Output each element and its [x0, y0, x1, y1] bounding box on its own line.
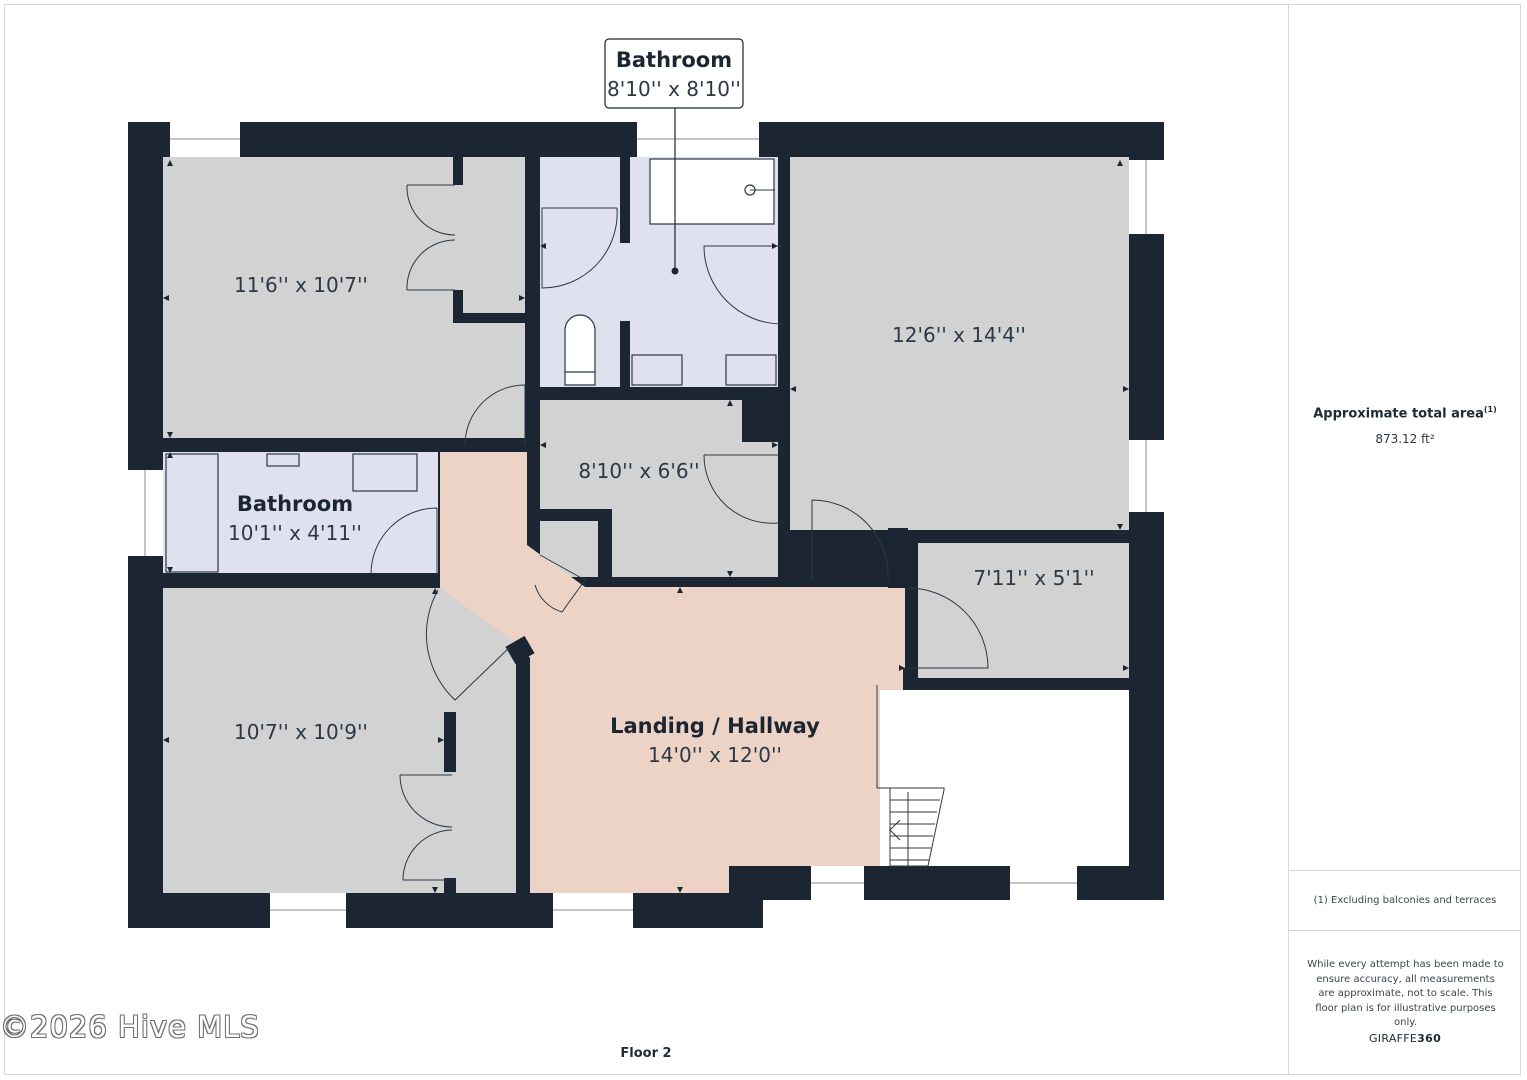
page-frame: [4, 4, 1521, 1075]
bath-divider: [620, 321, 630, 387]
bathroom-left-dims: 10'1'' x 4'11'': [228, 521, 362, 545]
floor-label: Floor 2: [620, 1046, 672, 1061]
bathroom-left-name: Bathroom: [237, 492, 353, 516]
closet-wall: [453, 313, 528, 323]
closet-wall: [453, 157, 463, 185]
landing-name: Landing / Hallway: [610, 714, 820, 738]
bath-divider: [620, 157, 630, 243]
sink-icon: [725, 354, 777, 386]
landing-post: [505, 635, 535, 665]
disclaimer-text: While every attempt has been made to ens…: [1307, 959, 1504, 1028]
shower-icon: [165, 453, 219, 573]
bathroom-top-name: Bathroom: [616, 48, 732, 72]
divider: [1289, 870, 1521, 871]
sink-icon: [631, 354, 683, 386]
bedroom-bottom-left-dims: 10'7'' x 10'9'': [234, 720, 368, 744]
room-small-right: [918, 543, 1129, 678]
closet-wall: [453, 290, 463, 323]
room-bedroom-right: [790, 157, 1129, 530]
closet-wall: [444, 712, 456, 772]
bedroom-right-dims: 12'6'' x 14'4'': [892, 323, 1026, 347]
room-bedroom-top-left: [163, 157, 525, 438]
room-middle: [540, 400, 778, 577]
dimension-markers: [163, 160, 1129, 893]
bedroom-top-left-dims: 11'6'' x 10'7'': [234, 273, 368, 297]
stair-void: [880, 690, 1129, 866]
fixtures: [165, 158, 777, 573]
area-footnote: (1) Excluding balconies and terraces: [1313, 895, 1497, 906]
stairs: [876, 685, 945, 867]
doors: [370, 184, 989, 881]
total-area-title: Approximate total area(1): [1313, 405, 1497, 422]
wall-block: [778, 524, 790, 578]
callout-box: [604, 38, 744, 109]
room-landing: [440, 452, 905, 893]
room-bedroom-bottom-left: [163, 588, 516, 893]
sink-icon: [352, 453, 418, 492]
watermark: ©2026 Hive MLS: [0, 1010, 260, 1044]
brand-logo: GIRAFFE360: [1368, 1032, 1442, 1045]
room-bathroom-left: [163, 452, 438, 573]
landing-dims: 14'0'' x 12'0'': [648, 743, 782, 767]
room-small-right-dims: 7'11'' x 5'1'': [973, 566, 1094, 590]
wall-block: [888, 528, 908, 588]
stair-direction-icon: [889, 819, 901, 841]
floor-plan: Bathroom 8'10'' x 8'10'' 11'6'' x 10'7''…: [128, 38, 1164, 928]
callout-anchor: [671, 267, 679, 275]
wall-block: [540, 509, 612, 521]
closet-wall: [444, 878, 456, 894]
divider: [1289, 930, 1521, 931]
wall-block: [598, 509, 612, 579]
wall-block: [903, 668, 913, 690]
info-sidebar: Approximate total area(1) 873.12 ft² (1)…: [1288, 4, 1521, 1075]
bathroom-top-dims: 8'10'' x 8'10'': [607, 77, 741, 101]
toilet-icon: [564, 314, 596, 386]
window-glazing: [144, 138, 1147, 911]
room-middle-dims: 8'10'' x 6'6'': [578, 459, 699, 483]
total-area-value: 873.12 ft²: [1375, 432, 1435, 446]
wall-block: [742, 387, 790, 442]
